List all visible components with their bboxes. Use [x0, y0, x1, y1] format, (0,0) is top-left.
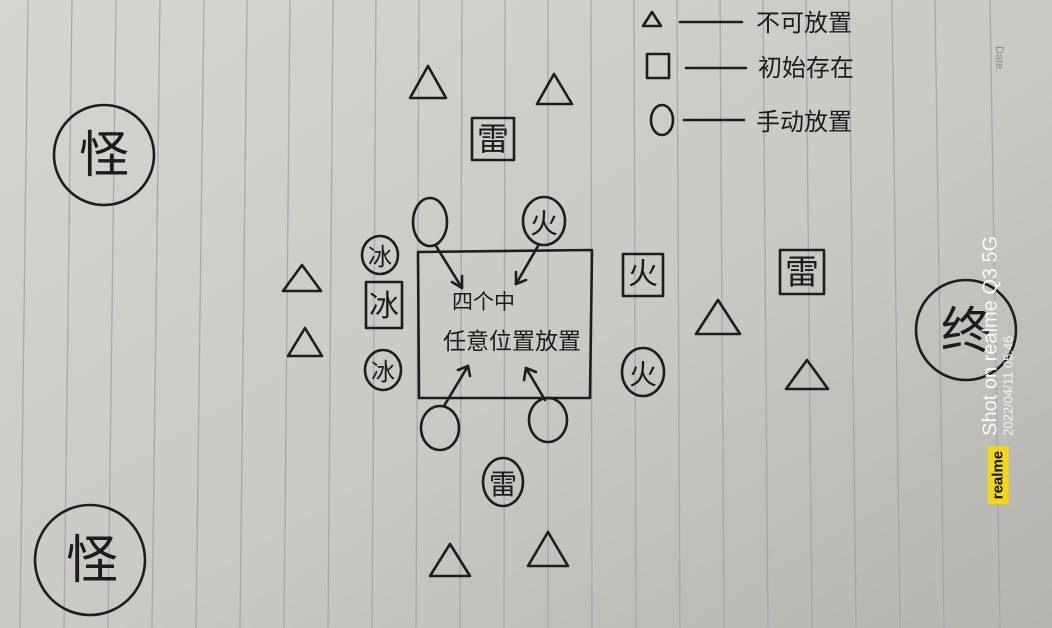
realme-logo: realme: [987, 445, 1009, 505]
legend-square-icon: [645, 52, 671, 80]
triangle-icon: [784, 358, 830, 391]
svg-text:火: 火: [629, 358, 657, 391]
fire-tile-square: 火: [621, 252, 665, 298]
svg-text:冰: 冰: [371, 358, 395, 386]
svg-text:雷: 雷: [489, 468, 517, 501]
end-tile: 终: [914, 278, 1018, 382]
camera-watermark: realme Shot on realme Q3 5G 2022/04/11 0…: [968, 200, 1028, 540]
triangle-icon: [535, 72, 574, 106]
watermark-shot-text: Shot on realme Q3 5G: [979, 235, 1002, 436]
empty-slot-circle: [419, 404, 461, 452]
fire-tile-circle-right: 火: [620, 346, 666, 398]
thunder-tile-top: 雷: [470, 116, 516, 162]
ice-tile-circle-top: 冰: [360, 234, 400, 276]
triangle-icon: [286, 326, 324, 358]
ice-tile-circle-bottom: 冰: [363, 348, 403, 392]
svg-text:火: 火: [628, 257, 658, 292]
thunder-tile-right: 雷: [778, 248, 826, 296]
center-box-line1: 四个中: [452, 290, 515, 314]
paper-date-label: Date.: [993, 46, 1005, 73]
triangle-icon: [408, 64, 448, 100]
center-box-line2: 任意位置放置: [443, 329, 581, 355]
thunder-tile-circle-bottom: 雷: [481, 456, 525, 508]
svg-text:雷: 雷: [785, 253, 819, 293]
legend-circle-label: 手动放置: [756, 108, 852, 136]
svg-text:冰: 冰: [368, 243, 392, 271]
triangle-icon: [428, 542, 472, 578]
legend: 不可放置 初始存在 手动放置: [641, 9, 854, 137]
legend-triangle-label: 不可放置: [756, 9, 852, 37]
ice-tile-square: 冰: [364, 280, 404, 330]
legend-square-label: 初始存在: [758, 54, 854, 82]
arrows: [434, 244, 547, 408]
empty-slot-circle: [411, 196, 449, 248]
svg-text:怪: 怪: [66, 531, 118, 591]
not-placeable-markers: [281, 64, 830, 578]
triangle-icon: [281, 263, 323, 293]
triangle-icon: [694, 298, 742, 336]
monster-tile-bottom: 怪: [33, 503, 147, 617]
legend-circle-icon: [649, 103, 675, 137]
svg-text:怪: 怪: [79, 126, 129, 184]
watermark-timestamp: 2022/04/11 05:46: [1000, 335, 1016, 436]
legend-triangle-icon: [641, 10, 663, 28]
svg-text:终: 终: [941, 302, 991, 360]
svg-text:冰: 冰: [369, 289, 399, 324]
svg-text:火: 火: [530, 207, 558, 240]
triangle-icon: [526, 530, 570, 568]
fire-tile-circle-top: 火: [521, 195, 567, 247]
svg-text:雷: 雷: [477, 120, 509, 158]
monster-tile-top: 怪: [52, 103, 156, 207]
